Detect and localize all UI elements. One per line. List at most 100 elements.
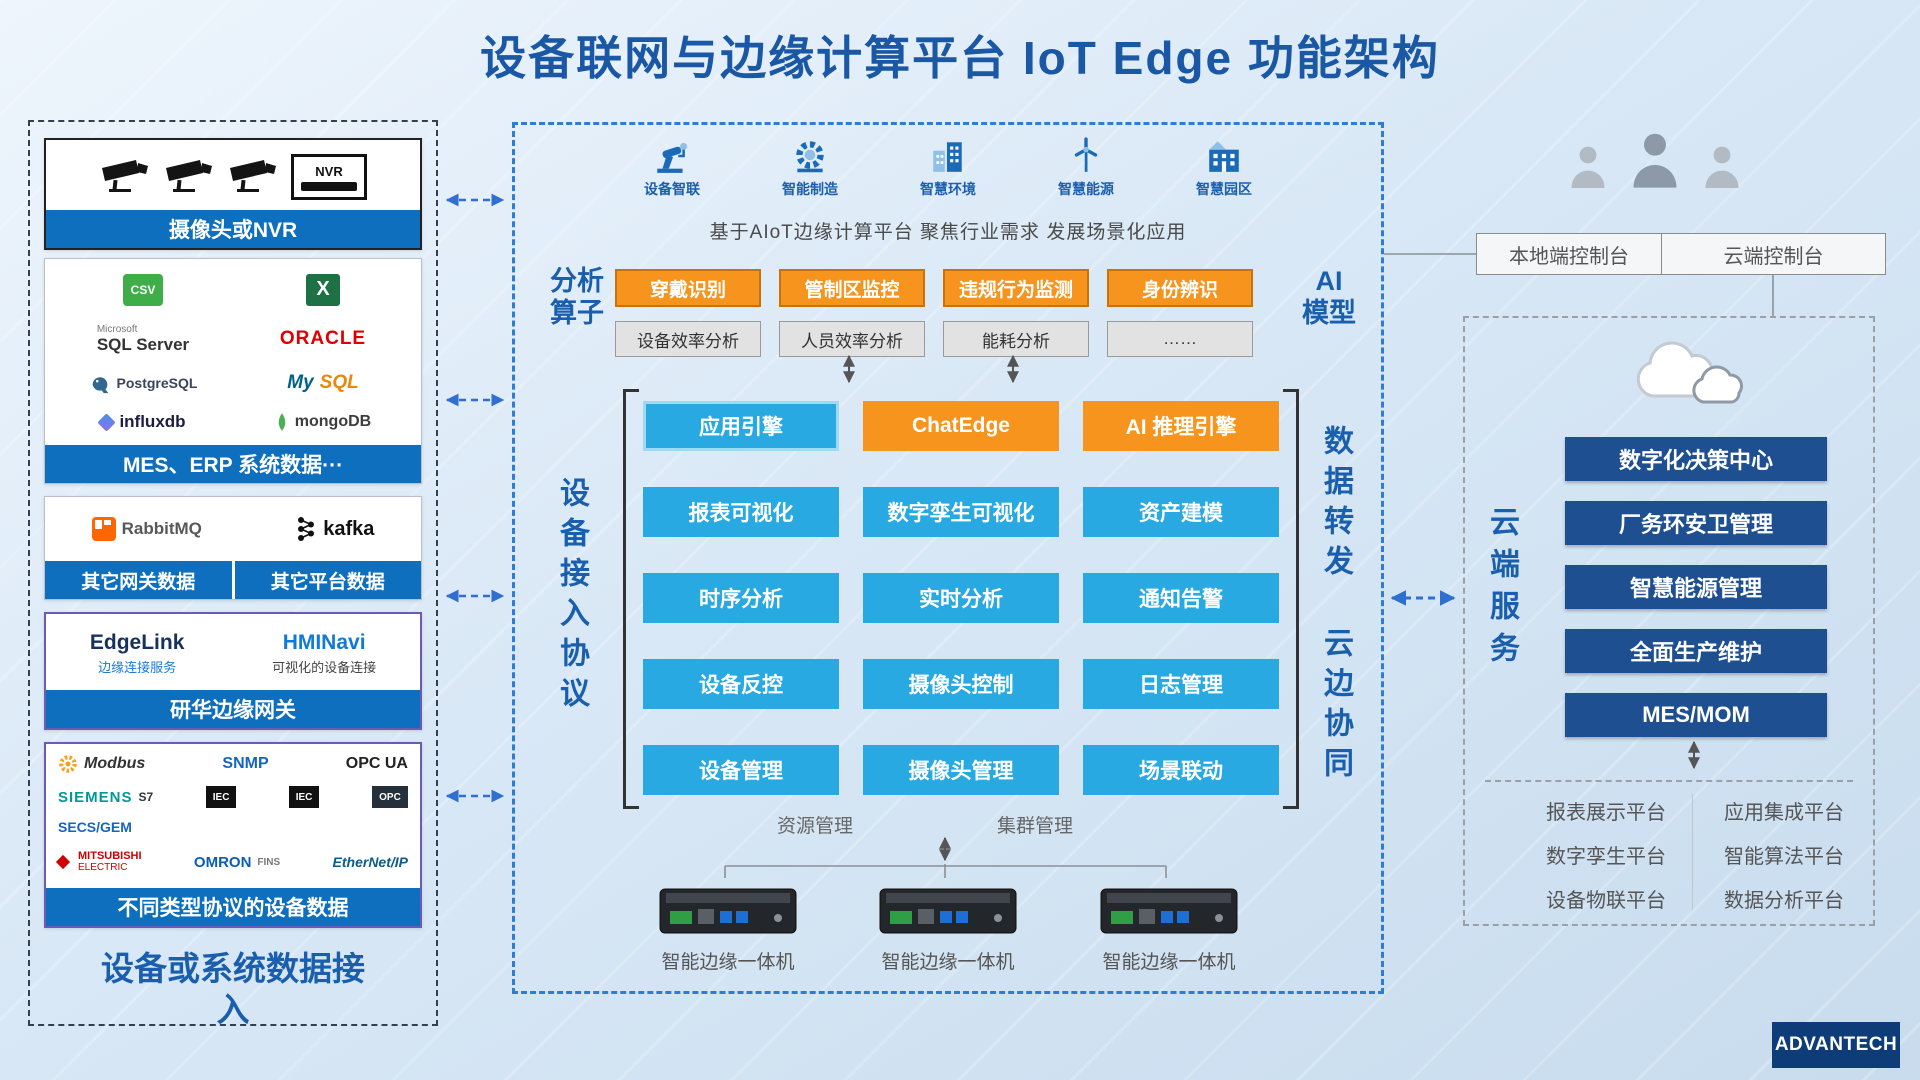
protocols-card: Modbus SNMP OPC UA SIEMENS S7 IEC IEC OP… <box>44 742 422 928</box>
csv-logo: CSV <box>123 273 163 306</box>
kafka-logo: kafka <box>295 516 374 542</box>
influxdb-icon <box>97 412 117 432</box>
excel-icon: X <box>306 273 340 306</box>
buildings-icon <box>933 142 962 172</box>
platforms-column-divider <box>1692 794 1693 910</box>
hminavi-logo: HMINavi 可视化的设备连接 <box>272 630 377 675</box>
algo-restricted-zone-monitoring: 管制区监控 <box>779 269 925 307</box>
cell-notification-alert: 通知告警 <box>1083 573 1279 623</box>
wind-turbine-icon <box>1074 137 1098 172</box>
cell-realtime-analysis: 实时分析 <box>863 573 1059 623</box>
grid-bracket-left <box>623 389 639 809</box>
users-group-icon <box>1566 128 1744 190</box>
svc-total-productive-maintenance: 全面生产维护 <box>1565 629 1827 673</box>
person-icon <box>1705 146 1739 188</box>
protocol-row-1: Modbus SNMP OPC UA <box>46 744 420 780</box>
postgresql-logo: PostgreSQL <box>89 372 197 394</box>
cell-app-engine: 应用引擎 <box>643 401 839 451</box>
algo-violation-detection: 违规行为监测 <box>943 269 1089 307</box>
platform-report-display: 报表展示平台 <box>1546 802 1666 824</box>
csv-icon: CSV <box>123 273 163 306</box>
mongodb-leaf-icon <box>278 413 286 431</box>
algo-device-efficiency: 设备效率分析 <box>615 321 761 357</box>
message-queue-card: RabbitMQ kafka 其它网关数据 其它平台数据 <box>44 496 422 600</box>
nvr-icon: NVR <box>291 154 367 200</box>
cell-device-management: 设备管理 <box>643 745 839 795</box>
cloud-services-panel: 云端服务 数字化决策中心 厂务环安卫管理 智慧能源管理 全面生产维护 MES/M… <box>1463 316 1875 926</box>
cctv-camera-icon <box>102 160 148 192</box>
svc-mes-mom: MES/MOM <box>1565 693 1827 737</box>
gear-icon <box>796 141 824 173</box>
ai-model-label: AI 模型 <box>1302 266 1356 329</box>
cluster-management-label: 集群管理 <box>996 816 1073 837</box>
edge-box-device-icon <box>879 888 1017 934</box>
iec-badge: IEC <box>206 786 237 808</box>
algo-identity-recognition: 身份辨识 <box>1107 269 1253 307</box>
grid-bracket-right <box>1283 389 1299 809</box>
data-access-footer: 设备或系统数据接入 <box>101 950 365 1029</box>
influxdb-logo: influxdb <box>97 412 186 432</box>
platform-digital-twin: 数字孪生平台 <box>1546 846 1666 868</box>
edge-box-label: 智能边缘一体机 <box>881 952 1015 973</box>
scenario-smart-manufacturing: 智能制造 <box>764 137 856 199</box>
iec-badge: IEC <box>289 786 320 808</box>
data-access-panel: NVR 摄像头或NVR CSV X Microsoft SQL Server O… <box>28 120 438 1028</box>
platform-device-iot: 设备物联平台 <box>1546 890 1666 912</box>
cell-log-management: 日志管理 <box>1083 659 1279 709</box>
protocol-row-3: SECS/GEM <box>46 814 420 840</box>
cctv-camera-icon <box>166 160 212 192</box>
page-title: 设备联网与边缘计算平台 IoT Edge 功能架构 <box>480 32 1440 84</box>
algo-wearable-recognition: 穿戴识别 <box>615 269 761 307</box>
banner-camera-nvr: 摄像头或NVR <box>46 210 420 248</box>
advantech-logo: ADVANTECH <box>1772 1022 1900 1068</box>
resource-management-label: 资源管理 <box>776 816 853 837</box>
mq-banners: 其它网关数据 其它平台数据 <box>45 561 421 599</box>
cell-ai-inference-engine: AI 推理引擎 <box>1083 401 1279 451</box>
nvr-label: NVR <box>315 163 343 179</box>
snmp-logo: SNMP <box>222 755 269 772</box>
algo-energy-analysis: 能耗分析 <box>943 321 1089 357</box>
edge-box-device-icon <box>1100 888 1238 934</box>
cell-report-visualization: 报表可视化 <box>643 487 839 537</box>
modbus-gear-icon <box>59 755 77 773</box>
person-icon <box>1571 146 1605 188</box>
algo-more: …… <box>1107 321 1253 357</box>
gateway-products-row: EdgeLink 边缘连接服务 HMINavi 可视化的设备连接 <box>46 614 420 692</box>
scenario-row: 设备智联 智能制造 智慧环境 智慧能源 智慧园区 <box>515 137 1381 199</box>
banner-advantech-gateway: 研华边缘网关 <box>46 690 420 728</box>
camera-nvr-card: NVR 摄像头或NVR <box>44 138 422 250</box>
mitsubishi-diamond-icon <box>55 854 71 870</box>
edge-box-device-icon <box>659 888 797 934</box>
platform-ai-algorithm: 智能算法平台 <box>1724 846 1844 868</box>
scenario-smart-energy: 智慧能源 <box>1040 137 1132 199</box>
opc-badge: OPC <box>371 786 408 808</box>
sqlserver-logo: Microsoft SQL Server <box>96 323 190 354</box>
banner-platform-data: 其它平台数据 <box>234 561 421 599</box>
banner-device-protocols: 不同类型协议的设备数据 <box>46 888 420 926</box>
edgelink-logo: EdgeLink 边缘连接服务 <box>89 630 185 675</box>
edge-platform-panel: 设备智联 智能制造 智慧环境 智慧能源 智慧园区 基于AIoT边缘计算平台 聚焦… <box>512 122 1384 994</box>
edge-gateway-card: EdgeLink 边缘连接服务 HMINavi 可视化的设备连接 研华边缘网关 <box>44 612 422 730</box>
cell-device-reverse-control: 设备反控 <box>643 659 839 709</box>
omron-logo: OMRON FINS <box>193 853 281 871</box>
svc-digital-decision-center: 数字化决策中心 <box>1565 437 1827 481</box>
platform-subtitle: 基于AIoT边缘计算平台 聚焦行业需求 发展场景化应用 <box>709 222 1187 243</box>
person-icon <box>1633 133 1677 188</box>
ethernetip-logo: EtherNet/IP <box>332 854 408 870</box>
cell-scenario-linkage: 场景联动 <box>1083 745 1279 795</box>
banner-gateway-data: 其它网关数据 <box>45 561 232 599</box>
cloud-services-label: 云端服务 <box>1485 506 1518 674</box>
mq-logo-row: RabbitMQ kafka <box>45 497 421 561</box>
scenario-smart-environment: 智慧环境 <box>902 137 994 199</box>
local-console-box: 本地端控制台 <box>1476 233 1662 275</box>
cloud-icon <box>1636 341 1744 404</box>
svc-facility-ehs-management: 厂务环安卫管理 <box>1565 501 1827 545</box>
banner-mes-erp: MES、ERP 系统数据··· <box>45 445 421 483</box>
edge-box-label: 智能边缘一体机 <box>661 952 795 973</box>
camera-row: NVR <box>46 140 420 214</box>
scenario-smart-campus: 智慧园区 <box>1178 137 1270 199</box>
scenario-device-connect: 设备智联 <box>626 137 718 199</box>
data-forwarding-label: 数据转发 <box>1319 425 1352 585</box>
